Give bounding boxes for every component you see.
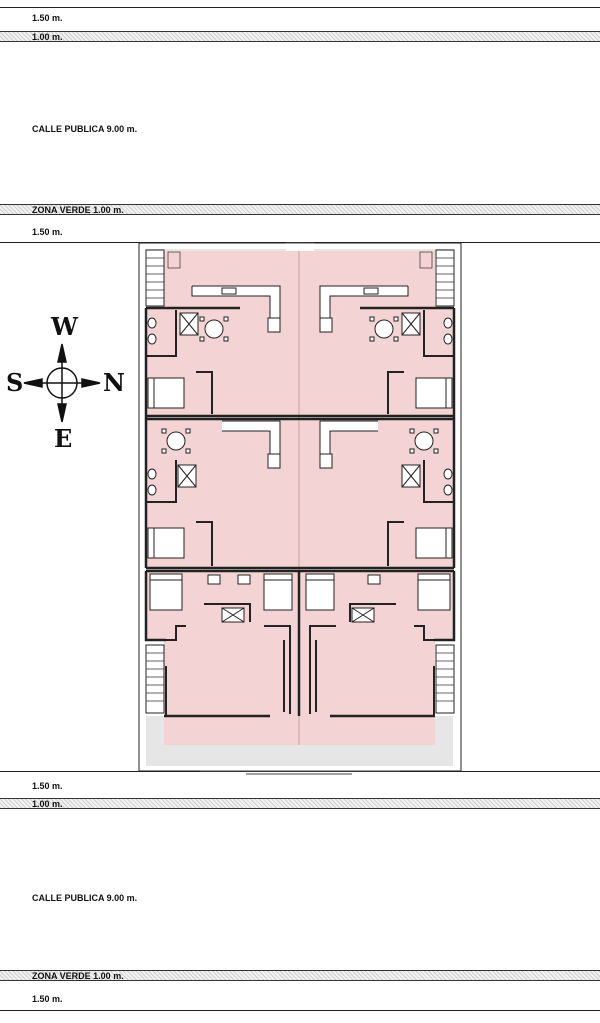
dining-tables: [161, 316, 439, 454]
top-green-strip: [0, 204, 600, 215]
bottom-green-strip: [0, 970, 600, 981]
compass-west-label: W: [51, 312, 78, 341]
top-curb-strip: [0, 31, 600, 42]
entries: [200, 242, 400, 775]
kitchen-counters: [191, 285, 409, 469]
bottom-sidewalk2-label: 1.50 m.: [32, 994, 63, 1004]
top-curb-label: 1.00 m.: [32, 32, 63, 42]
bottom-sidewalk-label: 1.50 m.: [32, 781, 63, 791]
bottom-street-label: CALLE PUBLICA 9.00 m.: [32, 893, 138, 903]
bottom-curb-strip: [0, 798, 600, 809]
beds: [147, 377, 453, 611]
compass-south-label: S: [6, 368, 24, 397]
compass-north-label: N: [103, 368, 125, 397]
compass-east-label: E: [54, 424, 73, 453]
top-green-label: ZONA VERDE 1.00 m.: [32, 205, 124, 215]
top-sidewalk-label: 1.50 m.: [32, 13, 63, 23]
outer-walls: [144, 306, 456, 718]
bottom-boundary-line: [0, 1010, 600, 1011]
top-boundary-line: [0, 7, 600, 8]
partitions: [146, 310, 454, 716]
stair-treads: [146, 251, 454, 702]
stairs: [145, 249, 455, 714]
top-sidewalk2-label: 1.50 m.: [32, 227, 63, 237]
bottom-curb-label: 1.00 m.: [32, 799, 63, 809]
compass: [23, 343, 101, 423]
bottom-green-label: ZONA VERDE 1.00 m.: [32, 971, 124, 981]
top-street-label: CALLE PUBLICA 9.00 m.: [32, 124, 138, 134]
